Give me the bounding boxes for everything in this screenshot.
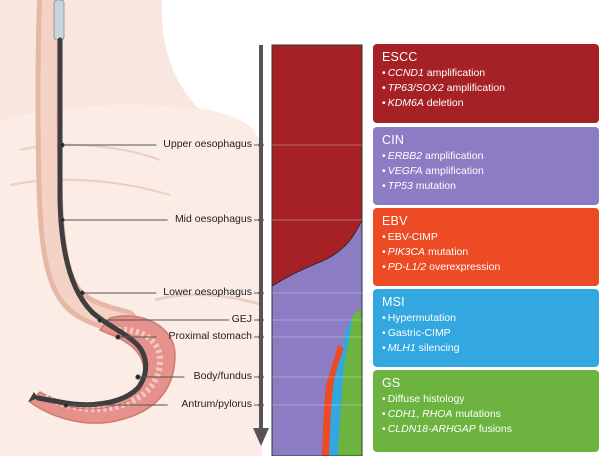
- panel-item: •CDH1, RHOA mutations: [382, 407, 591, 422]
- panel-item: •Diffuse histology: [382, 392, 591, 407]
- panel-item: •CLDN18-ARHGAP fusions: [382, 422, 591, 437]
- panel-msi: MSI•Hypermutation•Gastric-CIMP•MLH1 sile…: [373, 289, 599, 367]
- item-text: silencing: [415, 342, 460, 354]
- panel-item: •KDM6A deletion: [382, 96, 591, 111]
- panel-title-gs: GS: [382, 376, 401, 390]
- item-text: Diffuse histology: [387, 393, 465, 405]
- bullet-icon: •: [382, 408, 386, 420]
- bullet-icon: •: [382, 97, 386, 109]
- site-label-mid: Mid oesophagus: [174, 213, 252, 225]
- leader-dot-upper: [59, 142, 65, 148]
- item-text: overexpression: [426, 261, 501, 273]
- gene-name: CCND1: [387, 67, 424, 79]
- leader-dot-lower: [79, 290, 85, 296]
- leader-dot-mid: [59, 217, 65, 223]
- gene-name: RHOA: [422, 408, 453, 420]
- panel-item: •TP63/SOX2 amplification: [382, 81, 591, 96]
- item-text: mutation: [412, 180, 456, 192]
- endoscope-icon: [28, 0, 149, 408]
- subtype-distribution-plot: [271, 44, 363, 456]
- panel-item: •PD-L1/2 overexpression: [382, 260, 591, 275]
- bullet-icon: •: [382, 261, 386, 273]
- item-text: amplification: [443, 82, 505, 94]
- bullet-icon: •: [382, 423, 386, 435]
- leader-dot-proximal: [115, 334, 121, 340]
- site-label-upper: Upper oesophagus: [163, 138, 252, 150]
- bullet-icon: •: [382, 67, 386, 79]
- item-text: mutations: [452, 408, 501, 420]
- item-text: fusions: [475, 423, 512, 435]
- item-text: amplification: [422, 165, 484, 177]
- panel-item: •VEGFA amplification: [382, 164, 591, 179]
- item-text: ,: [416, 408, 423, 420]
- panel-title-escc: ESCC: [382, 50, 418, 64]
- bullet-icon: •: [382, 82, 386, 94]
- bullet-icon: •: [382, 150, 386, 162]
- panel-cin: CIN•ERBB2 amplification•VEGFA amplificat…: [373, 127, 599, 205]
- bullet-icon: •: [382, 393, 386, 405]
- panel-escc: ESCC•CCND1 amplification•TP63/SOX2 ampli…: [373, 44, 599, 123]
- gene-name: ERBB2: [387, 150, 423, 162]
- bullet-icon: •: [382, 327, 386, 339]
- item-text: mutation: [425, 246, 469, 258]
- item-text: Hypermutation: [387, 312, 456, 324]
- site-label-proximal: Proximal stomach: [168, 330, 252, 342]
- panel-item: •Gastric-CIMP: [382, 326, 591, 341]
- bullet-icon: •: [382, 165, 386, 177]
- panel-title-msi: MSI: [382, 295, 405, 309]
- bullet-icon: •: [382, 312, 386, 324]
- gene-name: VEGFA: [387, 165, 423, 177]
- gene-name: TP63/SOX2: [387, 82, 444, 94]
- msi-area: [329, 318, 352, 456]
- item-text: amplification: [422, 150, 484, 162]
- site-label-antrum: Antrum/pylorus: [181, 398, 252, 410]
- gene-name: MLH1: [387, 342, 416, 354]
- panel-item: •ERBB2 amplification: [382, 149, 591, 164]
- leader-dot-body: [135, 374, 141, 380]
- site-label-gej: GEJ: [231, 313, 252, 325]
- bullet-icon: •: [382, 246, 386, 258]
- gs-area: [336, 310, 362, 456]
- gene-name: PIK3CA: [387, 246, 426, 258]
- panel-item: •EBV-CIMP: [382, 230, 591, 245]
- ebv-area: [322, 345, 344, 456]
- panel-item: •MLH1 silencing: [382, 341, 591, 356]
- bullet-icon: •: [382, 180, 386, 192]
- item-text: Gastric-CIMP: [387, 327, 451, 339]
- panel-title-ebv: EBV: [382, 214, 408, 228]
- panel-ebv: EBV•EBV-CIMP•PIK3CA mutation•PD-L1/2 ove…: [373, 208, 599, 286]
- down-arrow-icon: [253, 45, 269, 446]
- panel-item: •CCND1 amplification: [382, 66, 591, 81]
- site-label-body: Body/fundus: [193, 370, 252, 382]
- gene-name: KDM6A: [387, 97, 424, 109]
- panel-item: •Hypermutation: [382, 311, 591, 326]
- escc-area: [272, 45, 362, 286]
- item-text: EBV-CIMP: [387, 231, 438, 243]
- gene-name: CDH1: [387, 408, 417, 420]
- item-text: amplification: [423, 67, 486, 79]
- gene-name: TP53: [387, 180, 413, 192]
- gene-name: CLDN18-ARHGAP: [387, 423, 476, 435]
- panel-title-cin: CIN: [382, 133, 405, 147]
- panel-item: •TP53 mutation: [382, 179, 591, 194]
- panel-gs: GS•Diffuse histology•CDH1, RHOA mutation…: [373, 370, 599, 452]
- site-label-lower: Lower oesophagus: [163, 286, 252, 298]
- item-text: deletion: [423, 97, 464, 109]
- bullet-icon: •: [382, 342, 386, 354]
- leader-dot-gej: [97, 317, 103, 323]
- gene-name: PD-L1/2: [387, 261, 427, 273]
- panel-item: •PIK3CA mutation: [382, 245, 591, 260]
- bullet-icon: •: [382, 231, 386, 243]
- leader-dot-antrum: [63, 402, 69, 408]
